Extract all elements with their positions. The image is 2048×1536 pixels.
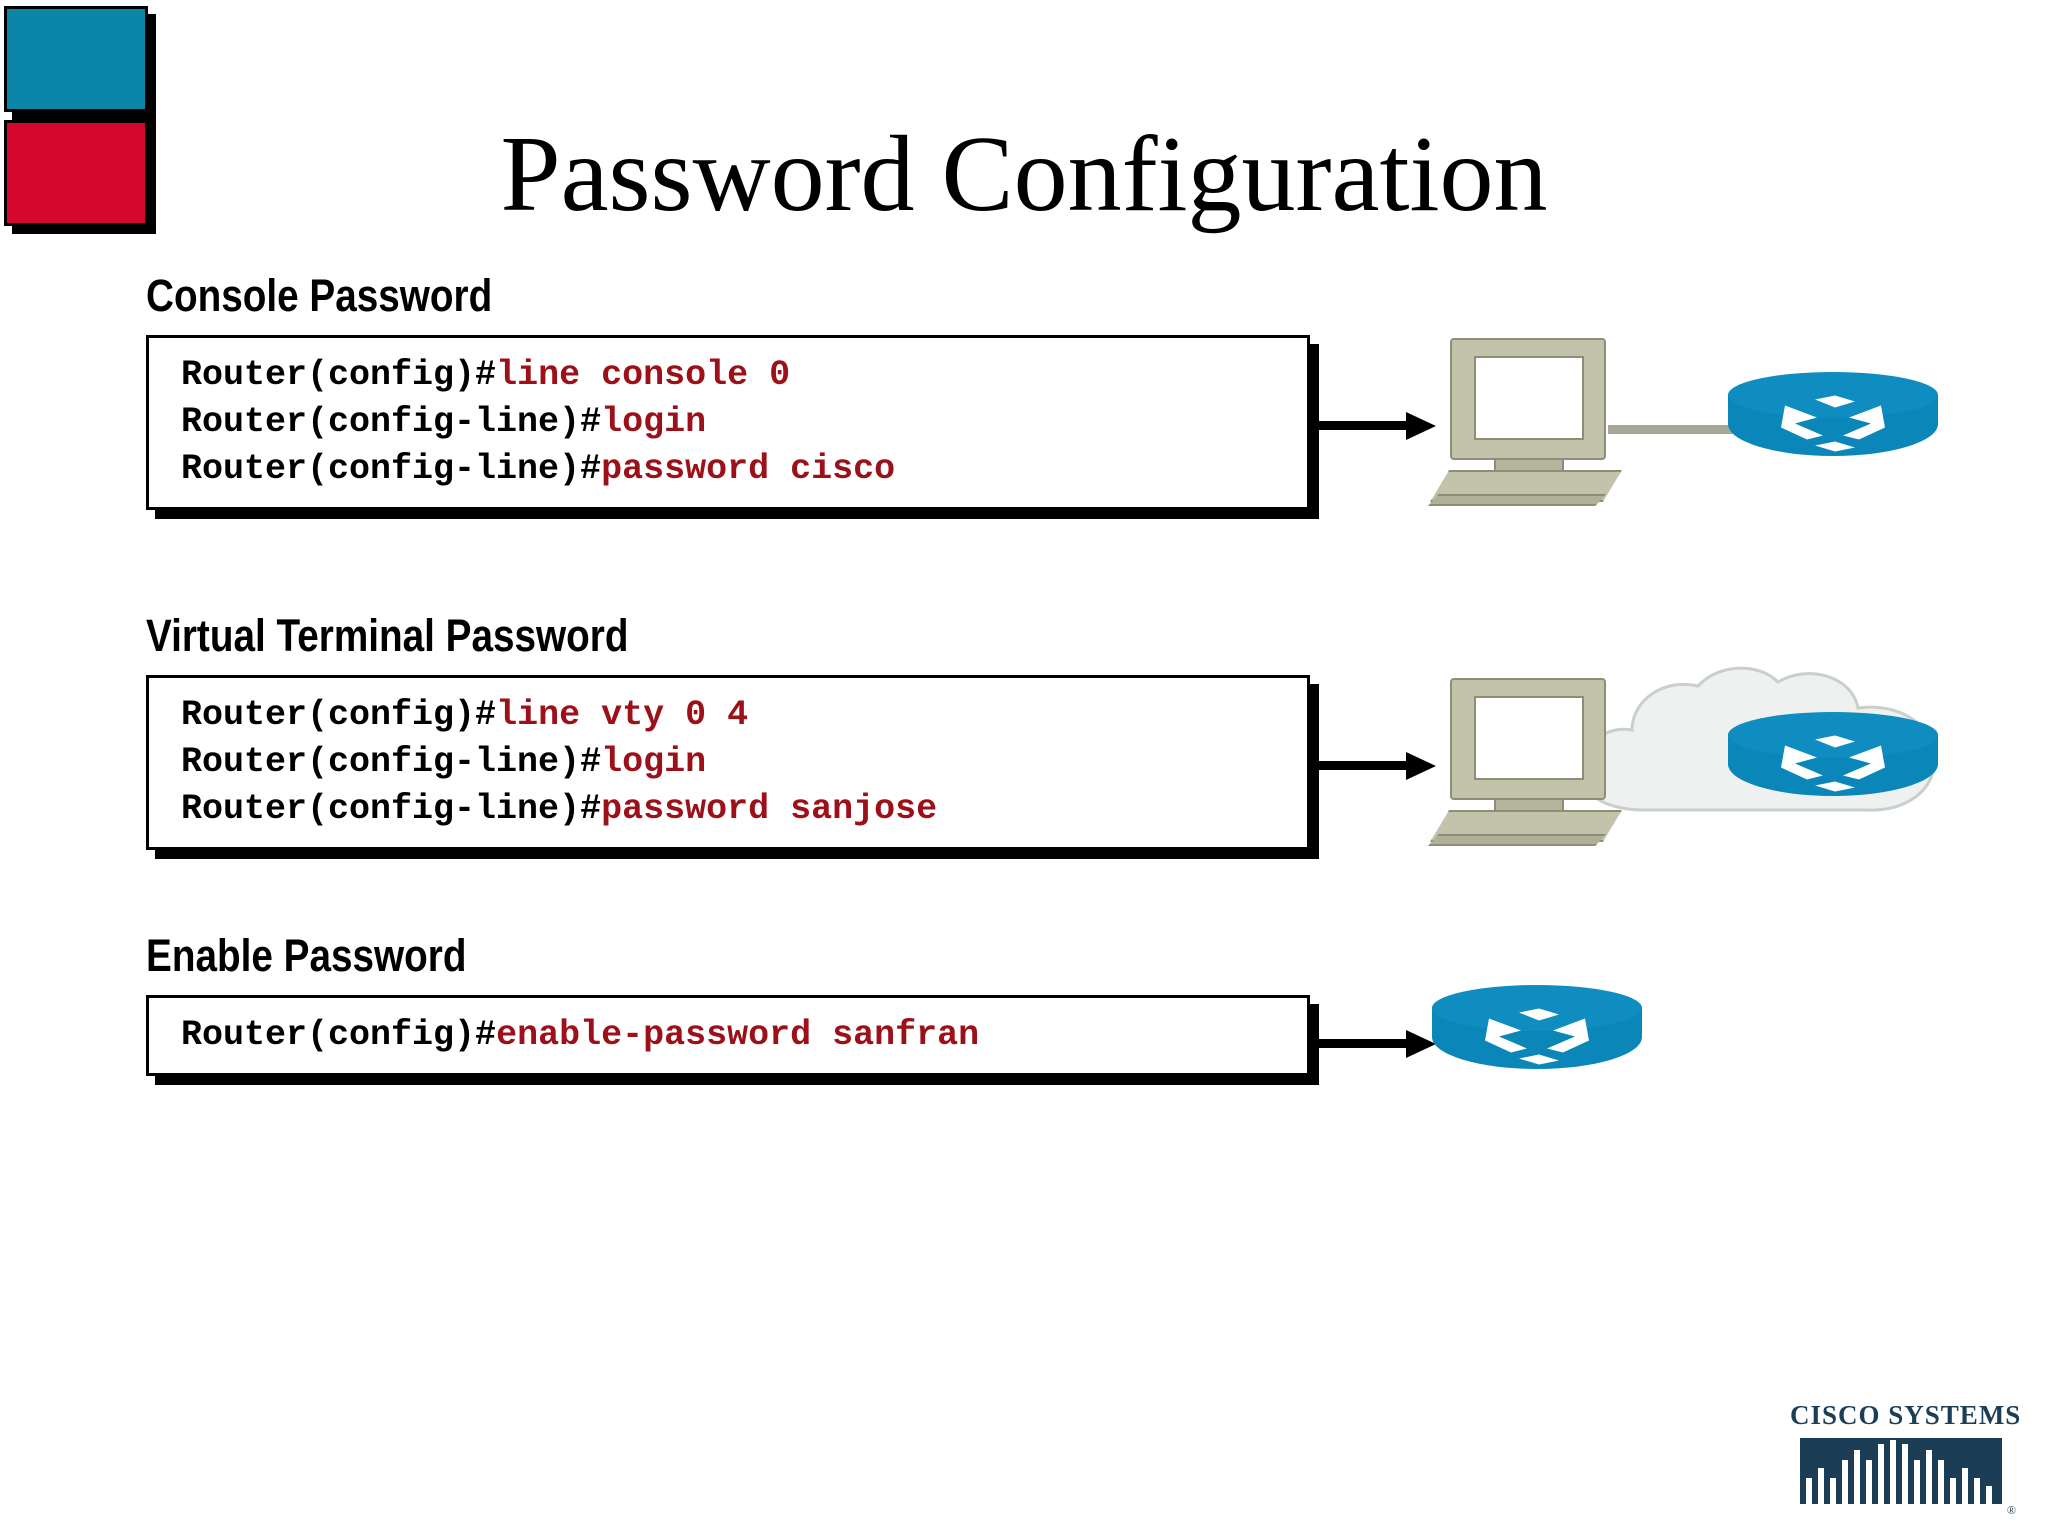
cisco-bars-icon: [1806, 1440, 1992, 1504]
code-command: line console 0: [496, 355, 791, 395]
corner-logo-teal-square: [4, 6, 148, 112]
code-command: enable-password sanfran: [496, 1015, 980, 1055]
pc-icon-console: [1428, 330, 1624, 526]
arrow-head: [1406, 412, 1436, 440]
monitor-neck: [1494, 458, 1564, 472]
code-prompt: Router(config-line)#: [181, 449, 602, 489]
arrow-console: [1316, 412, 1436, 440]
router-arrows-icon: [1485, 1008, 1589, 1065]
cisco-systems-logo: CISCO SYSTEMS ®: [1790, 1400, 2022, 1518]
monitor-screen: [1474, 696, 1584, 780]
router-arrows-icon: [1781, 735, 1885, 792]
code-prompt: Router(config)#: [181, 695, 497, 735]
code-prompt: Router(config)#: [181, 1015, 497, 1055]
code-box-vty: Router(config)#line vty 0 4 Router(confi…: [146, 675, 1310, 850]
code-command: login: [601, 742, 707, 782]
code-command: line vty 0 4: [496, 695, 749, 735]
code-prompt: Router(config-line)#: [181, 789, 602, 829]
trademark-symbol: ®: [2006, 1503, 2016, 1517]
section-heading-console: Console Password: [146, 270, 493, 321]
page-title: Password Configuration: [500, 115, 1548, 234]
code-line: Router(config)#line console 0: [181, 352, 1307, 399]
code-prompt: Router(config)#: [181, 355, 497, 395]
code-command: password cisco: [601, 449, 896, 489]
router-icon-vty: [1728, 712, 1938, 820]
code-line: Router(config-line)#login: [181, 739, 1307, 786]
code-prompt: Router(config-line)#: [181, 402, 602, 442]
arrow-vty: [1316, 752, 1436, 780]
code-line: Router(config)#enable-password sanfran: [181, 1012, 1307, 1059]
router-top: [1728, 372, 1938, 418]
code-line: Router(config-line)#password sanjose: [181, 786, 1307, 833]
section-heading-vty: Virtual Terminal Password: [146, 610, 629, 661]
cisco-bridge-mark: [1800, 1438, 2002, 1504]
arrow-head: [1406, 752, 1436, 780]
arrow-head: [1406, 1030, 1436, 1058]
keyboard-lip: [1428, 494, 1606, 506]
code-command: login: [601, 402, 707, 442]
router-top: [1728, 712, 1938, 758]
code-box-enable: Router(config)#enable-password sanfran: [146, 995, 1310, 1076]
monitor-screen: [1474, 356, 1584, 440]
console-cable: [1608, 425, 1736, 434]
router-arrows-icon: [1781, 395, 1885, 452]
code-line: Router(config-line)#password cisco: [181, 446, 1307, 493]
router-icon-enable: [1432, 985, 1642, 1093]
arrow-enable: [1316, 1030, 1436, 1058]
monitor-neck: [1494, 798, 1564, 812]
router-top: [1432, 985, 1642, 1031]
router-icon-console: [1728, 372, 1938, 480]
keyboard-lip: [1428, 834, 1606, 846]
corner-logo: [4, 6, 156, 234]
code-line: Router(config-line)#login: [181, 399, 1307, 446]
code-box-console: Router(config)#line console 0 Router(con…: [146, 335, 1310, 510]
section-heading-enable: Enable Password: [146, 930, 467, 981]
code-prompt: Router(config-line)#: [181, 742, 602, 782]
code-command: password sanjose: [601, 789, 938, 829]
pc-icon-vty: [1428, 670, 1624, 866]
corner-logo-red-square: [4, 120, 148, 226]
arrow-shaft: [1316, 761, 1408, 770]
arrow-shaft: [1316, 421, 1408, 430]
code-line: Router(config)#line vty 0 4: [181, 692, 1307, 739]
arrow-shaft: [1316, 1039, 1408, 1048]
cisco-wordmark: CISCO SYSTEMS: [1790, 1400, 2022, 1430]
